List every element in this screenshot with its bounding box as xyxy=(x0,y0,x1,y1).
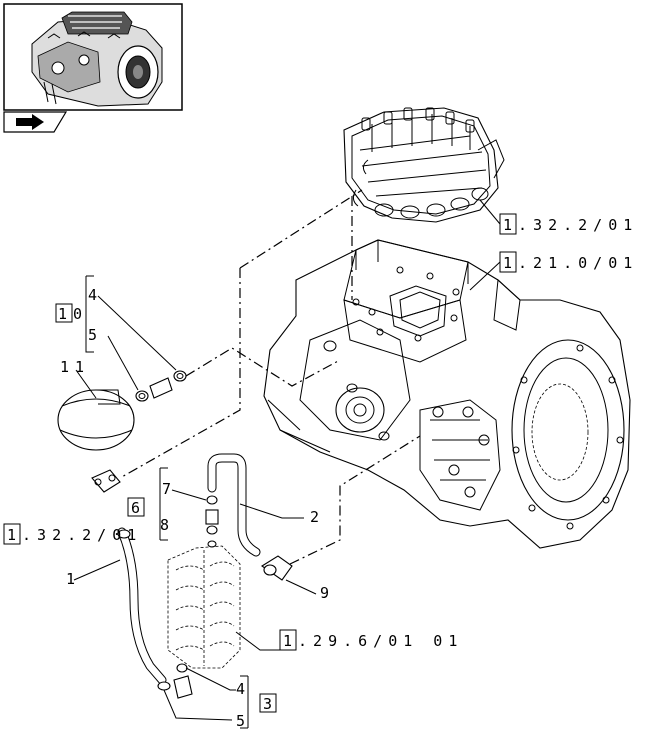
svg-text:10: 10 xyxy=(58,305,88,323)
callout-1: 1 xyxy=(66,570,75,588)
gearbox-housing xyxy=(263,239,631,549)
ref-box-pipe-left[interactable]: 1.32.2/01 xyxy=(3,523,142,545)
pipe-2 xyxy=(207,453,261,557)
callout-10: 10 xyxy=(55,303,88,323)
callout-4-bottom: 4 xyxy=(236,680,245,698)
svg-text:1.32.2/01: 1.32.2/01 xyxy=(7,526,142,544)
callout-9: 9 xyxy=(320,584,329,602)
callout-11: 11 xyxy=(60,358,90,376)
callout-5-bottom: 5 xyxy=(236,712,245,730)
ref-box-control-valve[interactable]: 1.32.2/01 xyxy=(499,213,638,235)
callout-3: 3 xyxy=(259,693,277,713)
callout-4-top: 4 xyxy=(88,286,97,304)
ref-box-gearbox-housing[interactable]: 1.21.0/01 xyxy=(499,251,638,273)
connection-lines xyxy=(119,189,421,565)
fitting-stack xyxy=(205,495,219,548)
tee-fitting xyxy=(91,469,121,493)
svg-text:6: 6 xyxy=(131,499,140,517)
svg-text:3: 3 xyxy=(263,695,272,713)
callout-8: 8 xyxy=(160,516,169,534)
callout-6: 6 xyxy=(127,497,145,517)
callout-5-top: 5 xyxy=(88,326,97,344)
svg-text:1.29.6/01 01: 1.29.6/01 01 xyxy=(283,632,463,650)
fitting-lower xyxy=(157,663,193,699)
hand-arrow-icon[interactable] xyxy=(3,111,68,133)
leader-lines xyxy=(73,199,501,721)
svg-text:1.32.2/01: 1.32.2/01 xyxy=(503,216,638,234)
callout-7: 7 xyxy=(162,480,171,498)
gearbox-thumbnail-icon[interactable] xyxy=(3,3,183,111)
ref-box-valve-block[interactable]: 1.29.6/01 01 xyxy=(279,629,463,651)
accumulator xyxy=(57,389,135,451)
control-valve-assembly xyxy=(343,107,505,223)
callout-2: 2 xyxy=(310,508,319,526)
valve-block xyxy=(167,545,241,669)
pipe-1 xyxy=(117,527,167,685)
svg-text:1.21.0/01: 1.21.0/01 xyxy=(503,254,638,272)
brackets xyxy=(85,275,249,729)
elbow-fitting xyxy=(261,555,293,581)
fitting-upper xyxy=(135,370,187,402)
